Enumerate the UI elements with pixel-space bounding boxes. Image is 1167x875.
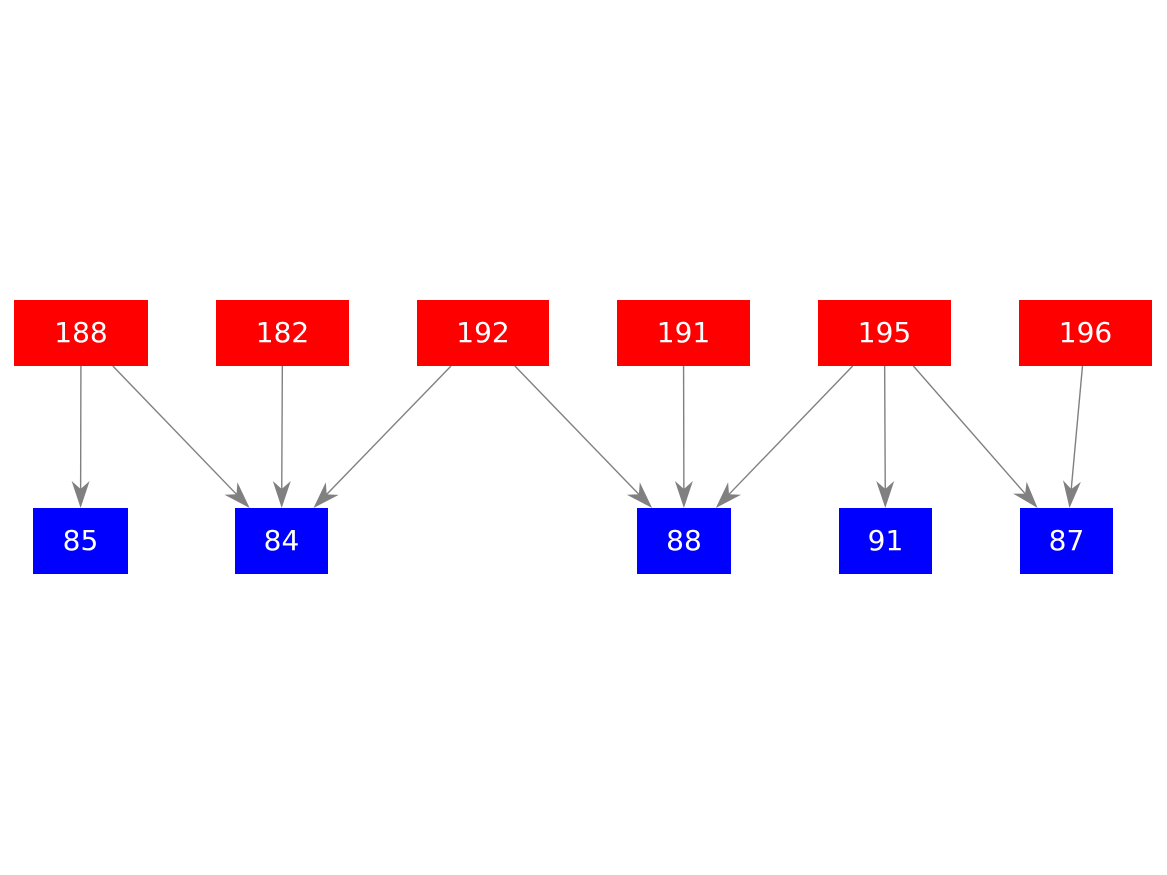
edge-195-91 — [883, 365, 886, 490]
arrowhead-icon — [1013, 481, 1038, 508]
arrowhead-icon — [313, 482, 339, 508]
graph-node-label: 196 — [1058, 316, 1113, 349]
edge-192-84 — [326, 365, 452, 495]
edge-195-88 — [728, 365, 854, 495]
graph-node-label: 88 — [666, 524, 702, 557]
graph-node-label: 192 — [456, 316, 510, 349]
arrowhead-icon — [876, 481, 895, 508]
arrowhead-icon — [71, 481, 90, 508]
graph-node-196: 196 — [1019, 300, 1152, 366]
arrowhead-icon — [626, 482, 653, 508]
graph-node-192: 192 — [417, 300, 549, 366]
graph-node-191: 191 — [617, 300, 750, 366]
graph-node-91: 91 — [839, 508, 932, 574]
graph-node-label: 91 — [867, 524, 904, 557]
graph-node-label: 87 — [1048, 524, 1085, 557]
graph-node-87: 87 — [1020, 508, 1113, 574]
graph-node-label: 195 — [857, 316, 912, 349]
graph-node-84: 84 — [235, 508, 328, 574]
edge-196-87 — [1070, 365, 1084, 490]
graph-node-195: 195 — [818, 300, 951, 366]
edge-192-88 — [514, 365, 640, 495]
graph-node-182: 182 — [216, 300, 349, 366]
graph-node-label: 84 — [263, 524, 300, 557]
graph-node-88: 88 — [637, 508, 731, 574]
graph-node-label: 188 — [54, 316, 108, 349]
edge-195-87 — [912, 365, 1026, 495]
arrowhead-icon — [674, 481, 693, 508]
arrowhead-icon — [715, 482, 741, 508]
arrowhead-icon — [1063, 480, 1081, 508]
arrowhead-icon — [272, 481, 291, 508]
graph-node-label: 191 — [656, 316, 711, 349]
edge-182-84 — [281, 365, 284, 490]
arrowhead-icon — [224, 482, 250, 508]
graph-node-188: 188 — [14, 300, 148, 366]
graph-node-label: 85 — [62, 524, 99, 557]
graph-node-85: 85 — [33, 508, 128, 574]
graph-node-label: 182 — [255, 316, 310, 349]
edge-188-84 — [112, 365, 238, 495]
